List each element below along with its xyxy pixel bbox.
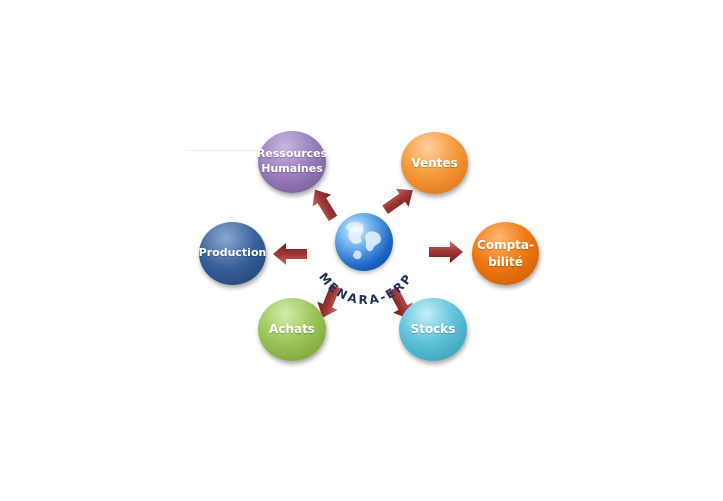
globe-icon (335, 213, 393, 271)
center-label-text: MENARA-ERP (316, 270, 413, 307)
divider-line (186, 150, 264, 151)
arrow-to-ventes (382, 188, 413, 214)
module-achats: Achats (258, 298, 326, 361)
module-label: Production (198, 246, 267, 260)
module-ventes: Ventes (401, 132, 468, 194)
module-stocks: Stocks (399, 298, 467, 361)
module-comptabilite: Compta- bilité (472, 222, 539, 285)
arrow-to-compta (429, 241, 463, 263)
module-label: Ressources Humaines (256, 147, 328, 175)
module-label: Ventes (411, 155, 458, 170)
module-production: Production (199, 222, 266, 285)
arrow-to-prod (273, 243, 307, 265)
module-label: Stocks (410, 322, 456, 337)
module-ressources-humaines: Ressources Humaines (256, 131, 328, 193)
module-label: Achats (269, 322, 315, 337)
arrow-to-achats (317, 284, 341, 318)
svg-text:MENARA-ERP: MENARA-ERP (316, 270, 416, 307)
arrow-to-rh (312, 189, 338, 222)
module-label: Compta- bilité (477, 238, 534, 269)
